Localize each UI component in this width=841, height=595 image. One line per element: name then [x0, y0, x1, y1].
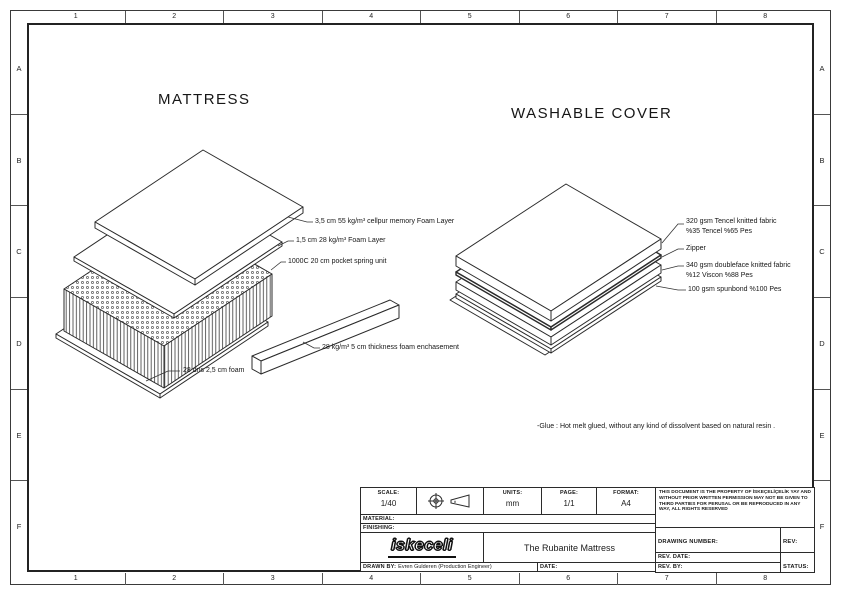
- legal-notice: THIS DOCUMENT IS THE PROPERTY OF İSKEÇEL…: [655, 487, 815, 528]
- format-value: A4: [621, 499, 631, 508]
- projection-symbol-cell: [416, 487, 484, 515]
- drawing-title-cell: The Rubanite Mattress: [483, 532, 656, 563]
- zone-number: 5: [421, 573, 520, 585]
- zone-band-left: A B C D E F: [11, 23, 27, 572]
- cover-exploded-view: [449, 183, 662, 356]
- label-foam-layer: 1,5 cm 28 kg/m³ Foam Layer: [296, 237, 386, 244]
- leader-lines: [145, 216, 686, 382]
- status-label: STATUS:: [783, 564, 809, 570]
- label-memory-foam: 3,5 cm 55 kg/m³ cellpur memory Foam Laye…: [315, 218, 455, 225]
- zone-number: 2: [126, 573, 224, 585]
- zone-number: 6: [520, 573, 618, 585]
- zone-number: 2: [126, 11, 224, 23]
- drawn-by-label: DRAWN BY:: [363, 564, 397, 570]
- zone-number: 8: [763, 575, 768, 582]
- zone-letter: C: [814, 206, 830, 299]
- cover-section-title: WASHABLE COVER: [511, 105, 673, 122]
- label-doubleface-line1: 340 gsm doubleface knitted fabric: [686, 262, 791, 269]
- scale-cell: SCALE: 1/40: [360, 487, 417, 515]
- drawn-by-cell: DRAWN BY: Evren Gulderen (Production Eng…: [360, 562, 538, 572]
- zone-letter: E: [814, 390, 830, 482]
- format-label: FORMAT:: [613, 490, 639, 496]
- date-label: DATE:: [540, 564, 558, 570]
- drawn-by-value: Evren Gulderen (Production Engineer): [398, 564, 492, 570]
- zone-letter: A: [11, 23, 27, 115]
- material-label: MATERIAL:: [363, 516, 395, 522]
- zone-number: 3: [224, 11, 323, 23]
- label-pocket-spring: 1000C 20 cm pocket spring unit: [288, 258, 387, 265]
- mattress-exploded-view: [55, 149, 400, 399]
- rev-cell: REV:: [780, 527, 815, 553]
- zone-letter: E: [11, 390, 27, 482]
- company-logo: iskeceli: [388, 536, 456, 558]
- zone-number: 8: [763, 13, 768, 20]
- zone-letter: A: [814, 23, 830, 115]
- zone-number: 1: [27, 11, 126, 23]
- status-cell: STATUS:: [780, 552, 815, 573]
- zone-number: 7: [618, 573, 717, 585]
- rev-date-by-cell: REV. DATE: REV. BY:: [655, 552, 781, 573]
- logo-cell: iskeceli: [360, 532, 484, 563]
- zone-number: 3: [224, 573, 323, 585]
- zone-number: 7: [618, 11, 717, 23]
- units-label: UNITS:: [502, 490, 523, 496]
- page-cell: PAGE: 1/1: [541, 487, 597, 515]
- drawing-number-label: DRAWING NUMBER:: [658, 539, 718, 545]
- scale-value: 1/40: [380, 499, 397, 508]
- label-foam-encasement: 28 kg/m³ 5 cm thickness foam enchasement: [322, 344, 459, 351]
- label-base-foam: 28 dns 2,5 cm foam: [183, 367, 245, 374]
- drawing-number-cell: DRAWING NUMBER:: [655, 527, 781, 553]
- mattress-section-title: MATTRESS: [158, 91, 251, 108]
- zone-letter: B: [814, 115, 830, 207]
- zone-band-bottom: 1 2 3 4 5 6 7 8: [27, 573, 814, 585]
- zone-band-top: 1 2 3 4 5 6 7 8: [27, 11, 814, 23]
- drawing-title: The Rubanite Mattress: [523, 542, 616, 553]
- zone-number: 4: [323, 573, 421, 585]
- first-angle-projection-icon: [428, 493, 470, 509]
- format-cell: FORMAT: A4: [596, 487, 656, 515]
- memory-foam-slab: [94, 149, 304, 286]
- zone-letter: F: [819, 522, 825, 532]
- zone-letter: B: [11, 115, 27, 207]
- zone-letter: D: [11, 298, 27, 390]
- label-spunbond: 100 gsm spunbond %100 Pes: [688, 286, 782, 293]
- zone-number: 1: [27, 573, 126, 585]
- label-tencel-line1: 320 gsm Tencel knitted fabric: [686, 218, 777, 225]
- rev-by-label: REV. BY:: [658, 564, 683, 571]
- label-tencel-line2: %35 Tencel %65 Pes: [686, 228, 753, 235]
- glue-note: -Glue : Hot melt glued, without any kind…: [537, 423, 776, 430]
- date-cell: DATE:: [537, 562, 656, 572]
- zone-band-right: A B C D E F: [814, 23, 830, 572]
- tencel-layer: [455, 183, 662, 322]
- finishing-label: FINISHING:: [363, 525, 395, 531]
- label-zipper: Zipper: [686, 245, 706, 252]
- zone-letter: D: [814, 298, 830, 390]
- zone-number: 6: [520, 11, 618, 23]
- zone-letter: C: [11, 206, 27, 299]
- rev-label: REV:: [783, 539, 798, 545]
- rev-date-label: REV. DATE:: [658, 554, 691, 561]
- units-value: mm: [505, 499, 520, 508]
- zone-number: 4: [323, 11, 421, 23]
- zone-number: 5: [421, 11, 520, 23]
- units-cell: UNITS: mm: [483, 487, 542, 515]
- scale-label: SCALE:: [377, 490, 400, 496]
- page-value: 1/1: [563, 499, 575, 508]
- zone-letter: F: [16, 522, 22, 532]
- label-doubleface-line2: %12 Viscon %88 Pes: [686, 272, 753, 279]
- foam-encasement-bar: [251, 299, 400, 375]
- page-label: PAGE:: [559, 490, 578, 496]
